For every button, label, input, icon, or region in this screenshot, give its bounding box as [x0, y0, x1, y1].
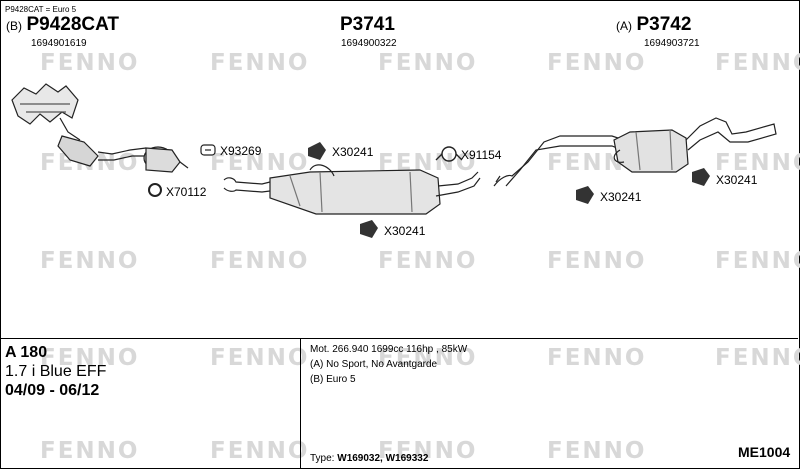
part-prefix: (A) — [616, 19, 632, 33]
motor-spec: Mot. 266.940 1699cc 116hp , 85kW — [310, 344, 468, 355]
exhaust-system-drawing — [11, 83, 777, 238]
fitting-code[interactable]: X30241 — [716, 173, 758, 187]
watermark: FENNO — [547, 438, 647, 464]
fitting-code[interactable]: X30241 — [600, 190, 642, 204]
note-a: (A) No Sport, No Avantgarde — [310, 359, 438, 370]
watermark: FENNO — [210, 345, 310, 371]
part-code[interactable]: P3742 — [636, 14, 692, 35]
rear-silencer-icon — [493, 117, 777, 187]
watermark: FENNO — [210, 50, 310, 76]
fitting-code[interactable]: X93269 — [220, 144, 262, 158]
header-note: P9428CAT = Euro 5 — [5, 5, 77, 14]
watermark: FENNO — [378, 438, 478, 464]
vehicle-engine: 1.7 i Blue EFF — [5, 363, 107, 380]
part-label-catalyst: (B) P9428CAT — [6, 14, 119, 36]
watermark: FENNO — [715, 50, 800, 76]
watermark: FENNO — [40, 345, 140, 371]
type-label: Type: — [310, 453, 335, 464]
rubber-mount-icon — [308, 142, 326, 160]
watermark: FENNO — [378, 345, 478, 371]
part-number: 1694903721 — [644, 38, 700, 49]
fitting-code[interactable]: X91154 — [461, 148, 502, 162]
watermark: FENNO — [547, 50, 647, 76]
watermark: FENNO — [40, 50, 140, 76]
watermark: FENNO — [547, 345, 647, 371]
part-code[interactable]: P3741 — [340, 14, 395, 35]
watermark: FENNO — [715, 150, 800, 176]
vehicle-years: 04/09 - 06/12 — [5, 382, 100, 399]
vehicle-model: A 180 — [5, 344, 48, 361]
vehicle-type: Type: W169032, W169332 — [310, 453, 428, 464]
info-panel — [0, 338, 798, 468]
catalytic-converter-icon — [57, 135, 189, 173]
fitting-code[interactable]: X70112 — [166, 185, 207, 199]
rubber-mount-icon — [692, 168, 710, 186]
part-label-middle: P3741 — [340, 14, 395, 36]
gasket-ring-icon — [148, 183, 162, 197]
watermark: FENNO — [378, 50, 478, 76]
hanger-clamp-icon — [435, 146, 463, 162]
drawing-code: ME1004 — [738, 444, 791, 460]
watermark: FENNO — [547, 248, 647, 274]
clamp-icon — [200, 144, 216, 156]
note-b: (B) Euro 5 — [310, 374, 356, 385]
watermark: FENNO — [715, 345, 800, 371]
type-value: W169032, W169332 — [337, 453, 429, 464]
fitting-code[interactable]: X30241 — [332, 145, 374, 159]
part-number: 1694900322 — [341, 38, 397, 49]
fitting-code[interactable]: X30241 — [384, 224, 426, 238]
rubber-mount-icon — [576, 186, 594, 204]
part-code[interactable]: P9428CAT — [26, 14, 120, 35]
watermark: FENNO — [210, 150, 310, 176]
middle-silencer-icon — [223, 164, 481, 215]
part-prefix: (B) — [6, 19, 22, 33]
watermark: FENNO — [378, 248, 478, 274]
watermark: FENNO — [40, 438, 140, 464]
watermark: FENNO — [210, 248, 310, 274]
rubber-mount-icon — [360, 220, 378, 238]
watermark: FENNO — [715, 248, 800, 274]
part-label-rear: (A) P3742 — [616, 14, 691, 36]
panel-divider — [300, 338, 301, 468]
watermark: FENNO — [210, 438, 310, 464]
part-number: 1694901619 — [31, 38, 87, 49]
exhaust-manifold-icon — [11, 83, 81, 141]
watermark: FENNO — [40, 248, 140, 274]
